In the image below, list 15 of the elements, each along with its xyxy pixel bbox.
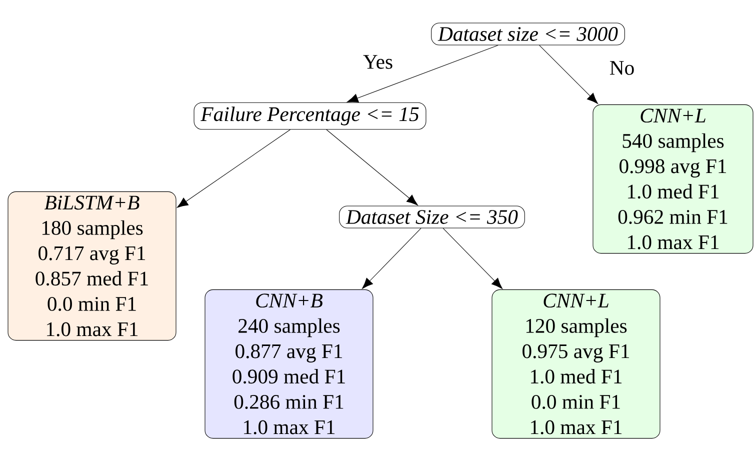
leaf-box: BiLSTM+B 180 samples 0.717 avg F1 0.857 med F1 0.0 min F1 1.0 max F1 — [8, 191, 176, 341]
decision-box: Failure Percentage <= 15 — [194, 102, 426, 130]
arrow — [346, 44, 498, 102]
edge-label: Yes — [362, 54, 394, 70]
decision-box: Dataset size <= 3000 — [431, 22, 625, 46]
arrow — [326, 129, 418, 206]
decision-box: Dataset Size <= 350 — [339, 206, 525, 228]
leaf-box: CNN+L 540 samples 0.998 avg F1 1.0 med F1 0.962 min F1 1.0 max F1 — [592, 104, 754, 254]
leaf-box: CNN+B 240 samples 0.877 avg F1 0.909 med F1 0.286 min F1 1.0 max F1 — [204, 289, 374, 439]
arrow — [362, 228, 422, 289]
arrow — [442, 228, 503, 289]
leaf-box: CNN+L 120 samples 0.975 avg F1 1.0 med F1 0.0 min F1 1.0 max F1 — [492, 289, 660, 439]
edge-label: No — [608, 60, 636, 76]
arrow — [176, 129, 290, 208]
arrow — [539, 44, 598, 104]
